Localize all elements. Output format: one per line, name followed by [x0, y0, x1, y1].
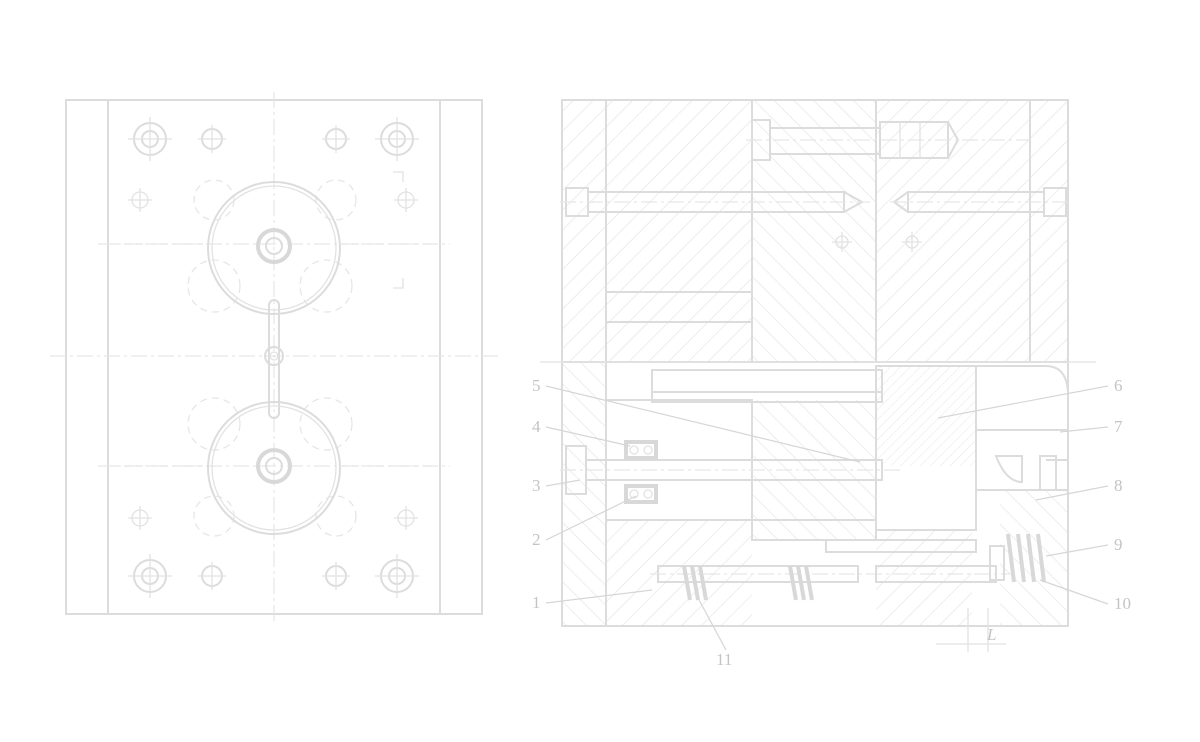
lower-cavity — [112, 397, 436, 537]
callout-label: 1 — [532, 593, 541, 612]
callout-label: 2 — [532, 530, 541, 549]
long-bolt — [560, 187, 1072, 217]
upper-cavity — [112, 171, 436, 315]
dimension-l: L — [936, 608, 1006, 652]
guide-pin-icon — [375, 554, 419, 598]
screw-icon — [128, 125, 418, 590]
guide-pin-icon — [375, 117, 419, 161]
section-view: L — [540, 99, 1096, 652]
plan-view — [50, 92, 500, 622]
dimension-label: L — [986, 625, 996, 644]
callout-label: 10 — [1114, 594, 1131, 613]
guide-pin-icon — [128, 554, 172, 598]
callout-label: 3 — [532, 476, 541, 495]
callout-label: 8 — [1114, 476, 1123, 495]
callout-label: 4 — [532, 417, 541, 436]
locating-pin-icon — [832, 232, 922, 252]
guide-pin-icon — [128, 117, 172, 161]
callout-label: 5 — [532, 376, 541, 395]
callout-labels: 1 2 3 4 5 6 7 8 9 10 11 — [532, 376, 1131, 669]
callout-label: 6 — [1114, 376, 1123, 395]
callout-label: 11 — [716, 650, 732, 669]
ejector-mechanism — [560, 365, 1069, 583]
spring-icon — [682, 533, 1046, 601]
callout-leaders — [545, 385, 1109, 651]
sprue-bushing — [746, 119, 1030, 161]
callout-label: 7 — [1114, 417, 1123, 436]
runner — [264, 299, 284, 419]
callout-label: 9 — [1114, 535, 1123, 554]
